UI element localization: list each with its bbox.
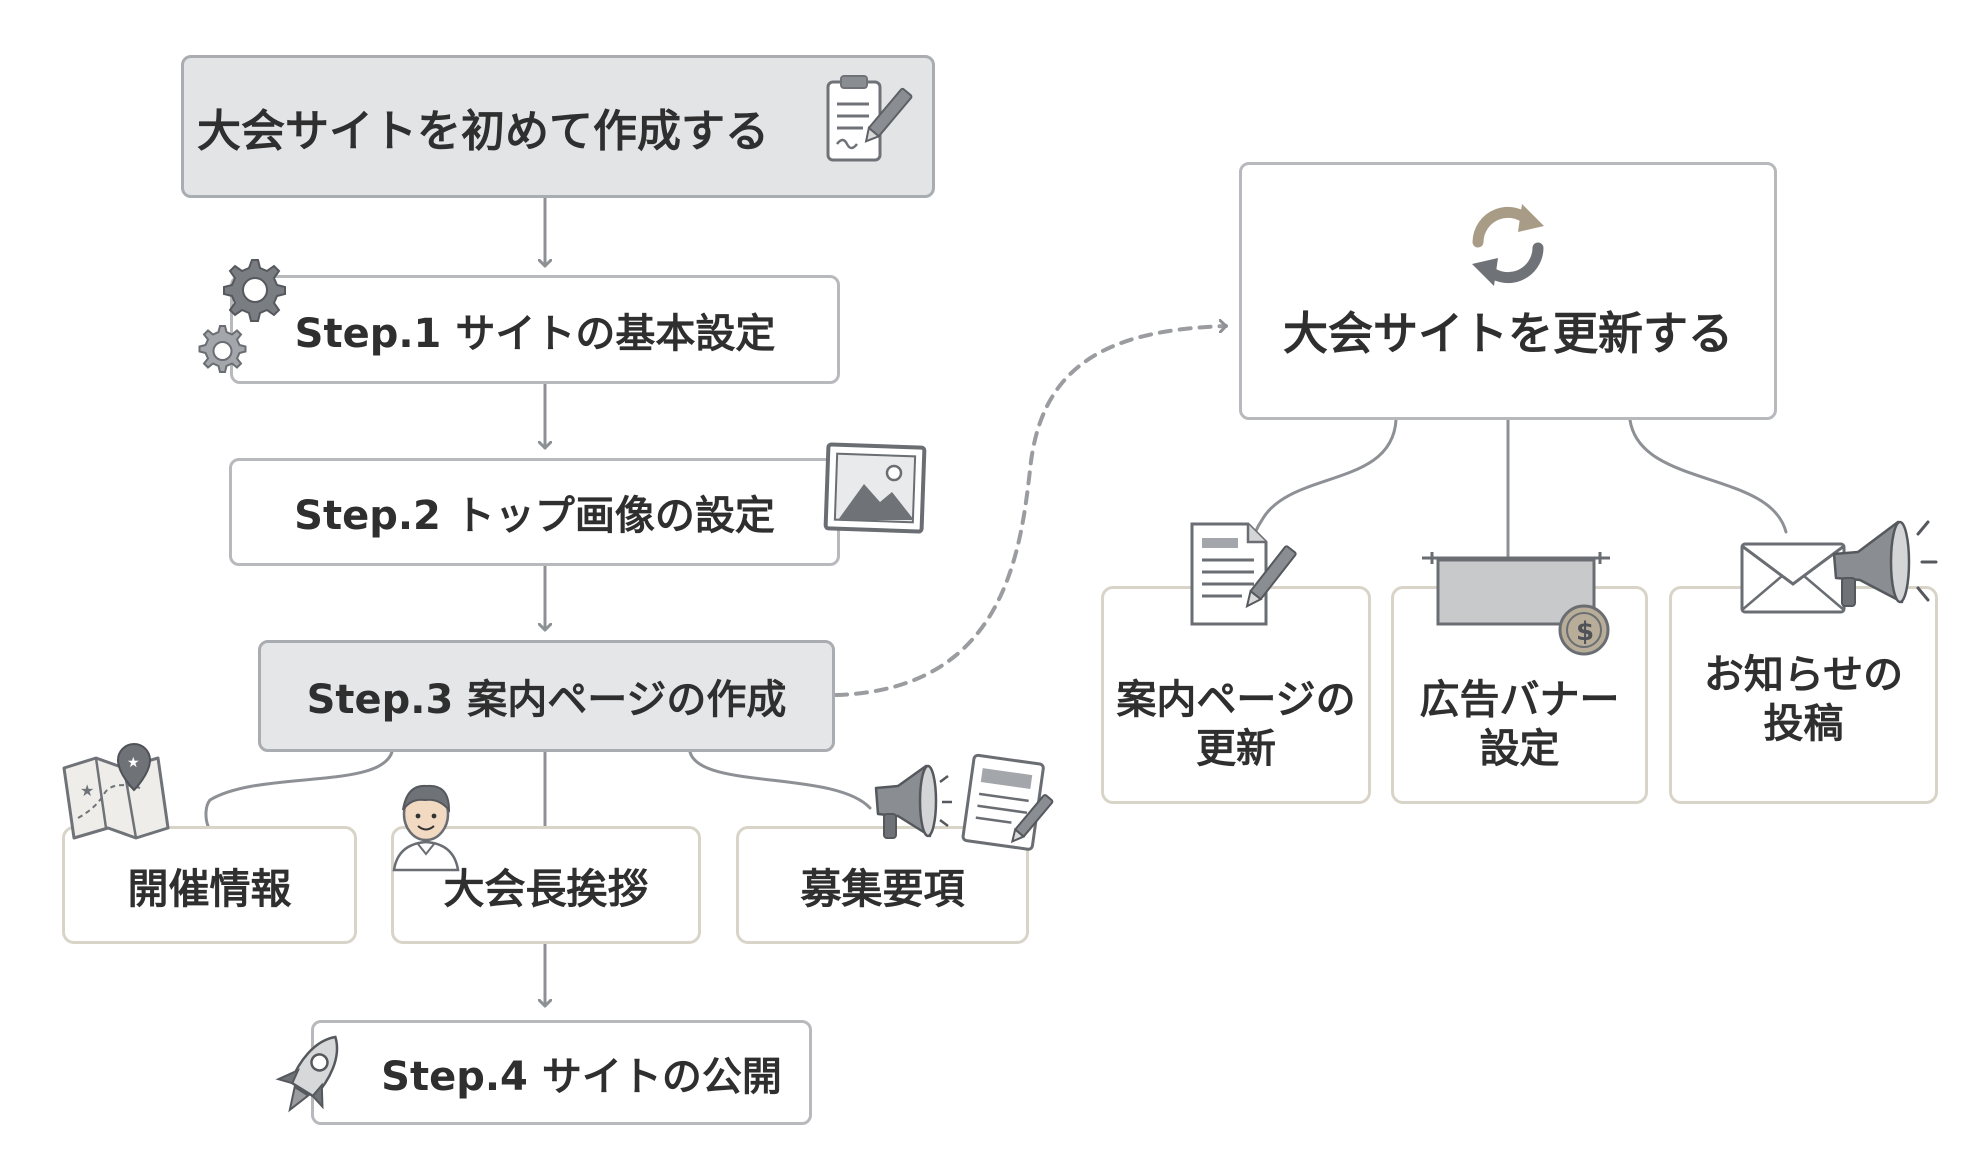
start-create-site-label: 大会サイトを初めて作成する — [197, 105, 769, 157]
svg-text:★: ★ — [127, 755, 140, 771]
dashed-link-to-update — [834, 326, 1228, 697]
document-pen-icon — [1190, 522, 1297, 626]
page-greeting-label: 大会長挨拶 — [443, 865, 649, 913]
step2-label: Step.2 トップ画像の設定 — [294, 493, 775, 539]
clipboard-pen-icon — [826, 75, 913, 162]
envelope-megaphone-icon — [1740, 520, 1938, 614]
svg-text:★: ★ — [80, 781, 94, 800]
page-requirements-box: 募集要項 — [736, 826, 1029, 944]
map-pin-icon: ★ ★ — [62, 742, 170, 840]
svg-text:$: $ — [1576, 617, 1594, 647]
update-site-label: 大会サイトを更新する — [1282, 306, 1733, 360]
rocket-icon — [275, 1035, 339, 1113]
task-banner-label: 広告バナー 設定 — [1419, 677, 1620, 772]
step3-label: Step.3 案内ページの作成 — [306, 677, 787, 723]
picture-frame-icon — [823, 442, 927, 534]
line-update-to-news — [1628, 418, 1788, 534]
megaphone-document-icon — [874, 753, 1054, 851]
page-requirements-label: 募集要項 — [800, 865, 965, 913]
step4-label: Step.4 サイトの公開 — [381, 1053, 782, 1100]
update-site-box: 大会サイトを更新する — [1239, 162, 1777, 420]
step3-box: Step.3 案内ページの作成 — [258, 640, 835, 752]
page-event-info-box: 開催情報 — [62, 826, 357, 944]
gears-icon — [198, 259, 286, 373]
task-banner-box: 広告バナー 設定 — [1391, 586, 1648, 804]
step4-box: Step.4 サイトの公開 — [311, 1020, 812, 1125]
task-page-update-box: 案内ページの 更新 — [1101, 586, 1371, 804]
banner-coin-icon: $ — [1422, 552, 1610, 656]
line-step3-to-event-info — [204, 750, 394, 828]
step2-box: Step.2 トップ画像の設定 — [229, 458, 840, 566]
refresh-arrows-icon — [1472, 204, 1544, 286]
page-event-info-label: 開催情報 — [127, 865, 292, 913]
line-step3-to-requirements — [688, 750, 872, 810]
start-create-site-box: 大会サイトを初めて作成する — [181, 55, 935, 198]
step1-box: Step.1 サイトの基本設定 — [230, 275, 840, 384]
task-news-label: お知らせの 投稿 — [1703, 652, 1904, 747]
task-page-update-label: 案内ページの 更新 — [1116, 677, 1356, 772]
step1-label: Step.1 サイトの基本設定 — [294, 310, 776, 357]
task-news-box: お知らせの 投稿 — [1669, 586, 1938, 804]
person-avatar-icon — [392, 784, 460, 872]
